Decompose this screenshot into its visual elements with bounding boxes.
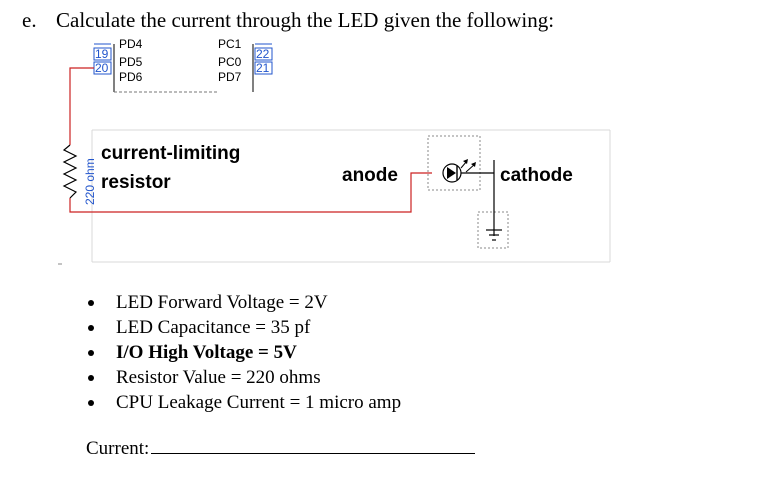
resistor-label: resistor	[101, 172, 171, 193]
led-symbol	[427, 135, 495, 191]
answer-label: Current:	[86, 438, 150, 459]
pin-label-pd6: PD6	[119, 70, 143, 84]
pin-box	[254, 47, 273, 61]
question-letter: e.	[22, 8, 37, 32]
resistor-zigzag	[62, 144, 78, 199]
spec-item: LED Capacitance = 35 pf	[88, 315, 401, 340]
ground-icon	[477, 188, 509, 249]
spec-item: CPU Leakage Current = 1 micro amp	[88, 390, 401, 415]
pin-label-pd4: PD4	[119, 37, 143, 51]
led-outline	[427, 135, 481, 191]
wire-pd5-to-resistor	[69, 67, 94, 145]
cathode-label: cathode	[500, 165, 573, 186]
left-chip: 19 20 PD4 PD5 PD6	[93, 37, 218, 93]
right-chip: 22 21 PC1 PC0 PD7	[218, 37, 273, 92]
answer-line: Current:	[86, 435, 476, 460]
question-text: Calculate the current through the LED gi…	[56, 8, 555, 32]
question-heading: e. Calculate the current through the LED …	[22, 8, 554, 33]
pin-number-19: 19	[95, 47, 109, 61]
pin-number-22: 22	[256, 47, 270, 61]
grid-lines	[91, 129, 611, 263]
pin-label-pd5: PD5	[119, 55, 143, 69]
pin-box	[254, 61, 273, 75]
wire-resistor-to-anode	[69, 172, 432, 213]
pin-number-20: 20	[95, 61, 109, 75]
specs-list: LED Forward Voltage = 2V LED Capacitance…	[88, 290, 401, 415]
pin-number-21: 21	[256, 61, 270, 75]
pin-label-pd7: PD7	[218, 70, 242, 84]
spec-item: LED Forward Voltage = 2V	[88, 290, 401, 315]
spec-item: Resistor Value = 220 ohms	[88, 365, 401, 390]
resistor: 220 ohm	[62, 144, 97, 205]
spec-item: I/O High Voltage = 5V	[88, 340, 401, 365]
wires	[69, 67, 432, 213]
current-limiting-label: current-limiting	[101, 143, 240, 164]
resistor-value-label: 220 ohm	[83, 158, 97, 205]
pin-label-pc1: PC1	[218, 37, 242, 51]
anode-label: anode	[342, 165, 398, 186]
answer-blank[interactable]	[151, 435, 476, 454]
pin-box	[93, 47, 112, 61]
led-diode-triangle	[447, 167, 456, 179]
pin-label-pc0: PC0	[218, 55, 242, 69]
